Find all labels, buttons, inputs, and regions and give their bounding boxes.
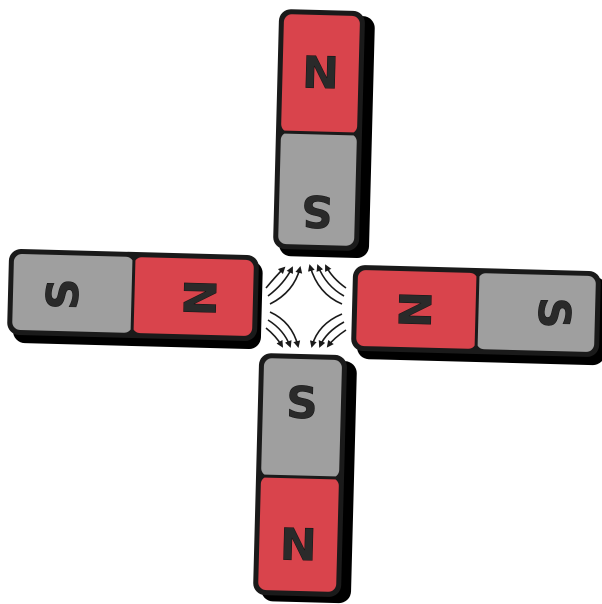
field-line <box>270 312 298 346</box>
field-lines-left-to-top <box>266 268 300 304</box>
magnet-top: N S <box>273 9 375 258</box>
magnet-left-divider <box>132 257 134 333</box>
field-line <box>310 266 342 304</box>
field-line <box>312 314 342 346</box>
field-line <box>266 328 282 346</box>
magnet-right-divider <box>476 273 478 349</box>
field-line <box>318 266 344 296</box>
magnet-top-north-label: N <box>301 48 339 100</box>
field-lines-right-to-bottom <box>312 314 346 346</box>
magnet-top-south-label: S <box>300 185 333 237</box>
magnet-bottom-divider <box>261 476 339 478</box>
magnet-right: N S <box>351 265 602 366</box>
magnet-left-south-label: S <box>38 278 90 311</box>
magnet-bottom: S N <box>253 353 357 603</box>
field-lines-left-to-bottom <box>266 312 298 346</box>
magnet-top-divider <box>281 132 357 134</box>
magnet-right-north-label: N <box>388 290 440 328</box>
magnet-left-north-label: N <box>176 279 228 317</box>
magnet-right-south-label: S <box>528 297 580 330</box>
magnet-bottom-north-label: N <box>279 520 317 572</box>
field-lines-right-to-top <box>310 266 346 304</box>
magnet-left: S N <box>7 249 263 350</box>
magnet-bottom-south-label: S <box>285 378 318 430</box>
field-line <box>270 268 300 304</box>
